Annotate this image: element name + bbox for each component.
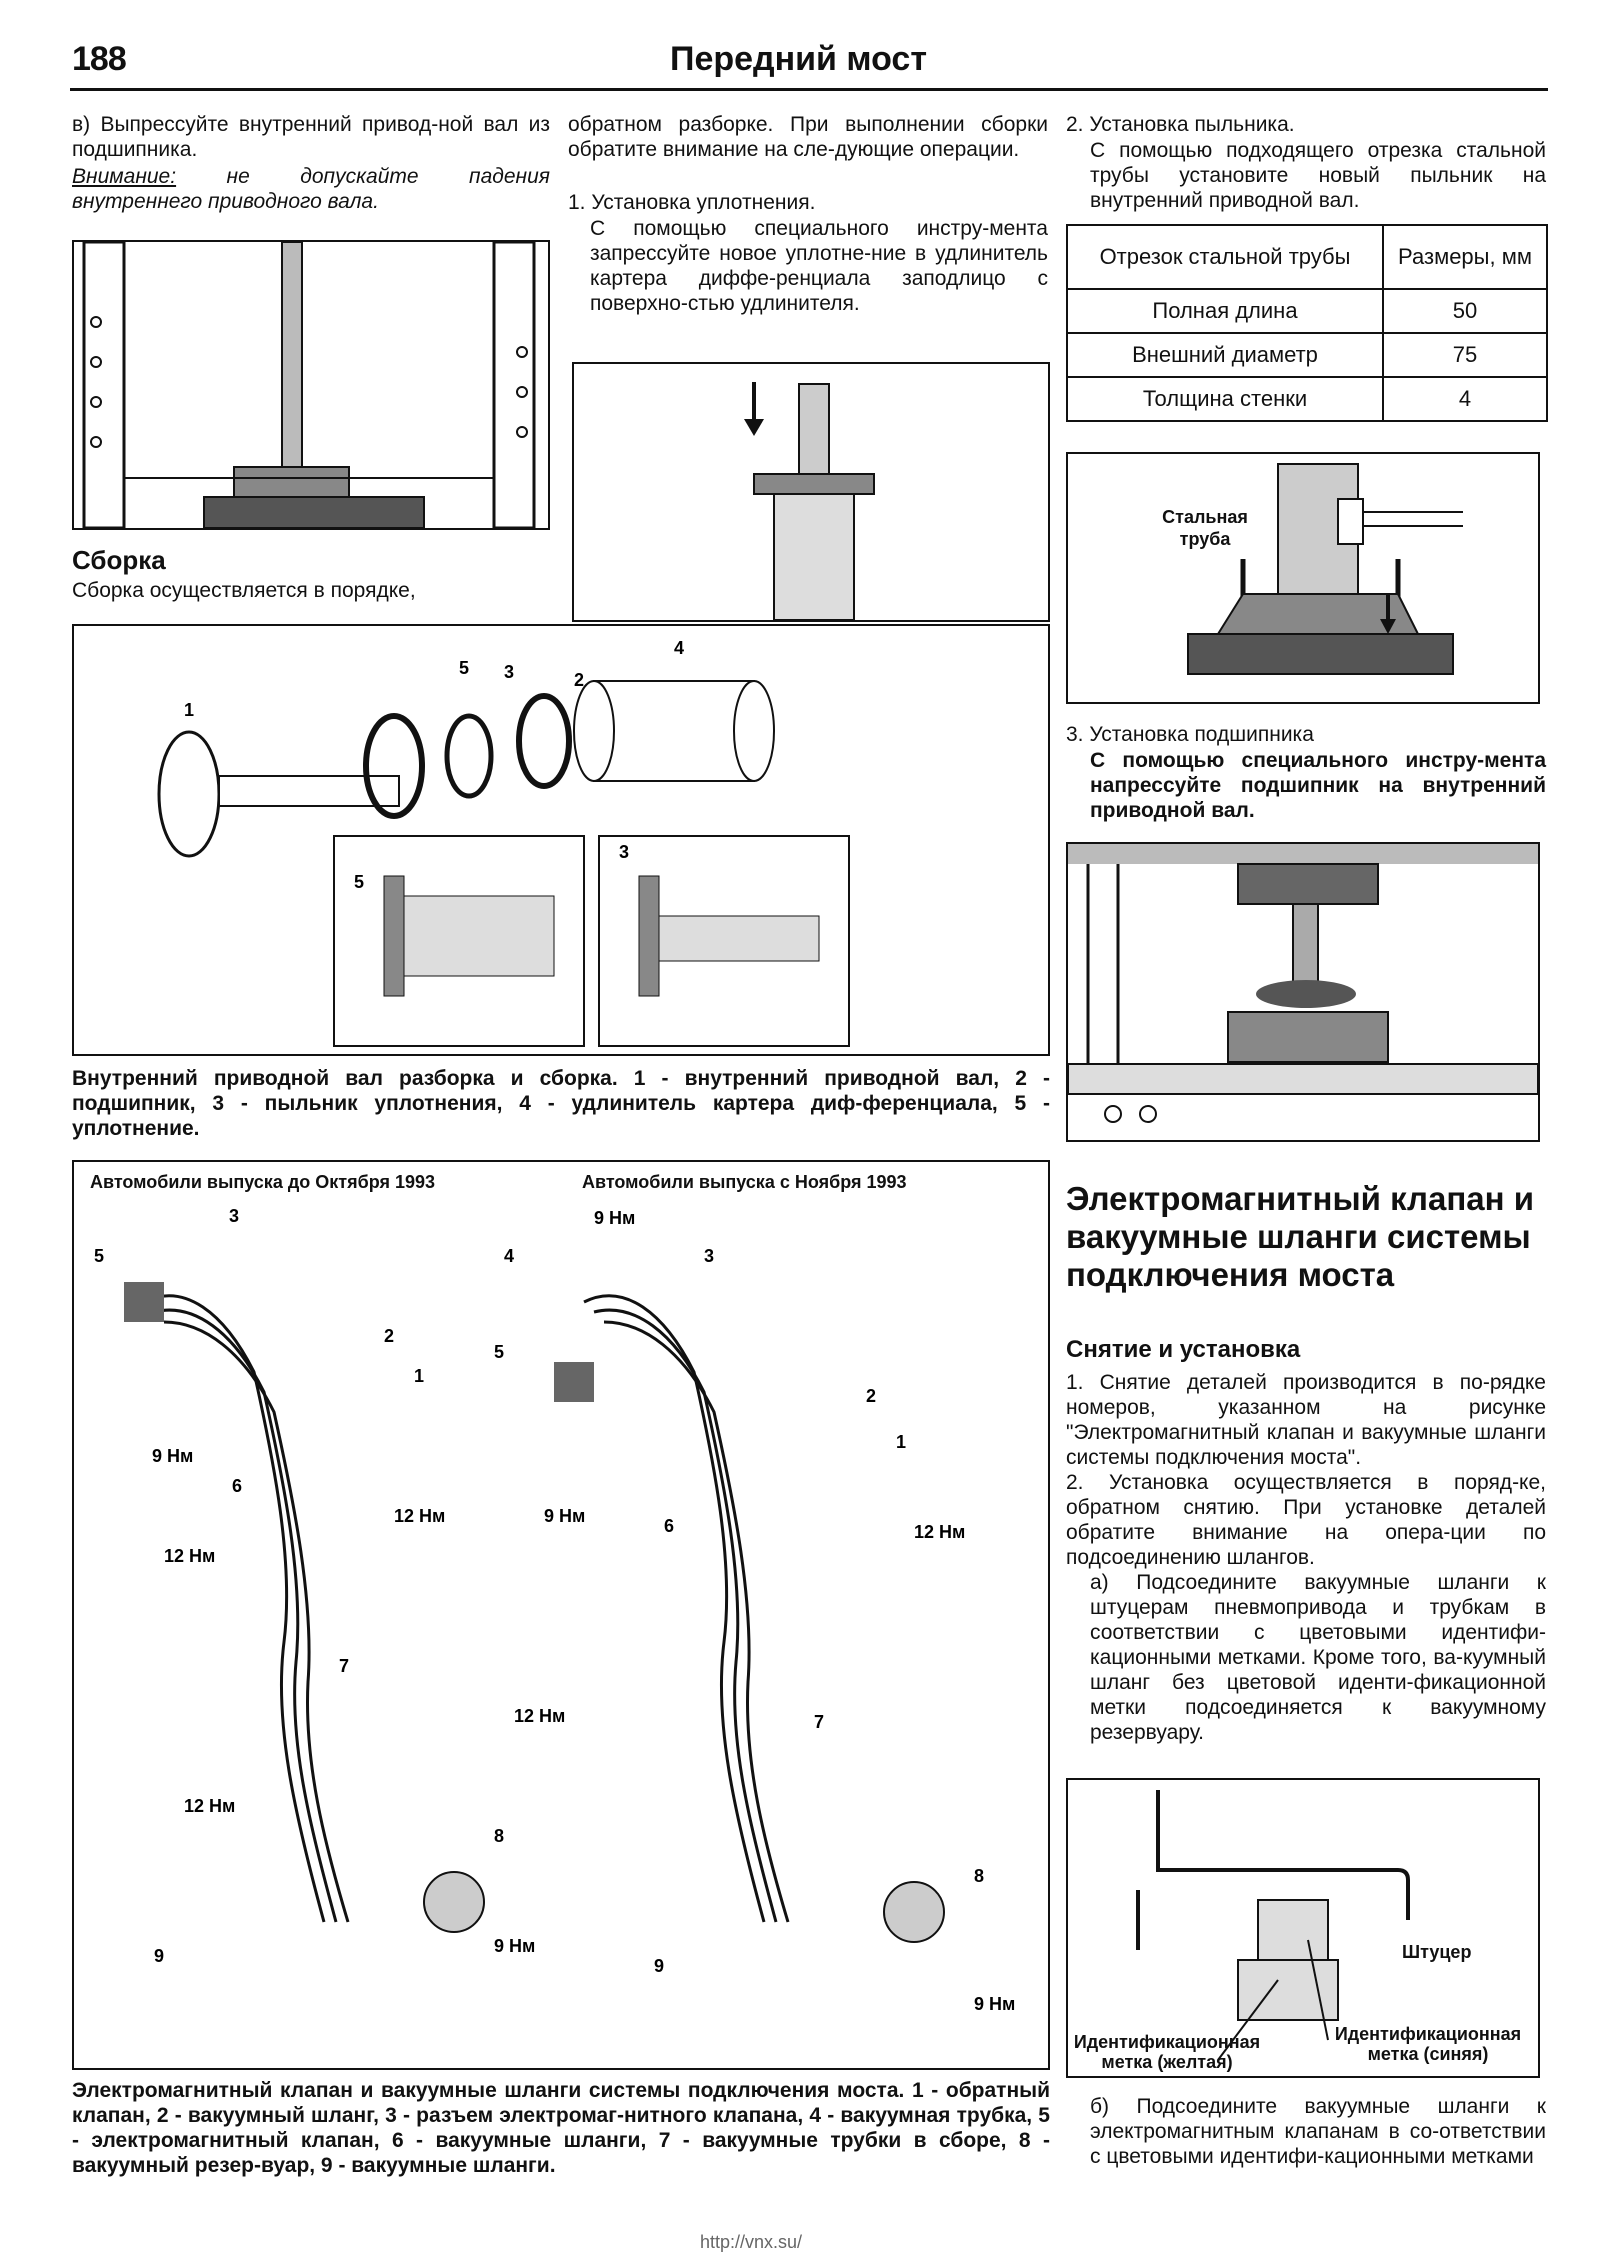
- table-cell: Полная длина: [1066, 288, 1384, 334]
- left-label-5: 5: [94, 1246, 104, 1266]
- shaft-label-3: 3: [504, 662, 514, 682]
- assembly-title: Сборка: [72, 545, 166, 575]
- steel-pipe-label: Стальная труба: [1162, 507, 1248, 549]
- boot-install-illustration: [1187, 463, 1463, 675]
- right-label-9nm: 9 Нм: [594, 1208, 635, 1228]
- figure-boot-install: [1066, 452, 1540, 704]
- paragraph-b: б) Подсоедините вакуумные шланги к элект…: [1090, 2095, 1546, 2168]
- paragraph-1: 1. Снятие деталей производится в по-рядк…: [1066, 1371, 1546, 1469]
- item3-title: 3. Установка подшипника: [1066, 723, 1314, 746]
- figure-seal-install: [572, 362, 1050, 622]
- fitting-label: Штуцер: [1402, 1942, 1472, 1962]
- item1-text: С помощью специального инстру-мента запр…: [590, 217, 1048, 315]
- header-rule: [70, 88, 1548, 91]
- vacuum-system-illustration: 3 5 2 1 9 Нм 6 12 Нм 12 Нм 7 12 Нм 8 9 9…: [94, 1206, 1015, 2014]
- figure-shaft-caption: Внутренний приводной вал разборка и сбор…: [72, 1067, 1050, 1140]
- table-cell: Внешний диаметр: [1066, 332, 1384, 378]
- shaft-label-5: 5: [459, 658, 469, 678]
- left-diagram-title: Автомобили выпуска до Октября 1993: [90, 1172, 435, 1192]
- left-label-12nm-a: 12 Нм: [394, 1506, 445, 1526]
- watermark: http://vnx.su/: [700, 2232, 803, 2252]
- figure-shaft-exploded: 1 2 3 4 5 3 5: [72, 624, 1050, 1056]
- item2-title: 2. Установка пыльника.: [1066, 113, 1295, 136]
- item1-title: 1. Установка уплотнения.: [568, 191, 816, 214]
- detail-label-3: 3: [619, 842, 629, 862]
- right-label-9nm-b: 9 Нм: [544, 1506, 585, 1526]
- figure-vacuum-system: Автомобили выпуска до Октября 1993 Автом…: [72, 1160, 1050, 2070]
- right-label-9: 9: [654, 1956, 664, 1976]
- seal-install-illustration: [744, 382, 875, 620]
- left-label-8: 8: [494, 1826, 504, 1846]
- shaft-label-2: 2: [574, 670, 584, 690]
- table-cell: 50: [1382, 288, 1548, 334]
- table-cell: 4: [1382, 376, 1548, 422]
- right-label-6: 6: [664, 1516, 674, 1536]
- right-label-12nm-b: 12 Нм: [514, 1706, 565, 1726]
- figure-press-removal: [72, 240, 550, 530]
- warning-note: Внимание: не допускайте падения внутренн…: [72, 164, 550, 214]
- right-diagram-title: Автомобили выпуска с Ноября 1993: [582, 1172, 907, 1192]
- right-label-7: 7: [814, 1712, 824, 1732]
- left-label-2: 2: [384, 1326, 394, 1346]
- item3-text: С помощью специального инстру-мента напр…: [1090, 749, 1546, 822]
- right-label-12nm-a: 12 Нм: [914, 1522, 965, 1542]
- right-label-4: 4: [504, 1246, 514, 1266]
- table-cell: Толщина стенки: [1066, 376, 1384, 422]
- yellow-mark-label: Идентификационная метка (желтая): [1073, 2032, 1261, 2072]
- detail-label-5: 5: [354, 872, 364, 892]
- table-header: Размеры, мм: [1382, 224, 1548, 290]
- press-removal-illustration: [82, 242, 536, 528]
- figure-vacuum-caption: Электромагнитный клапан и вакуумные шлан…: [72, 2079, 1050, 2177]
- left-label-12nm-c: 12 Нм: [184, 1796, 235, 1816]
- left-label-9: 9: [154, 1946, 164, 1966]
- page-number: 188: [72, 40, 127, 78]
- left-label-12nm-b: 12 Нм: [164, 1546, 215, 1566]
- shaft-label-4: 4: [674, 638, 684, 658]
- blue-mark-label: Идентификационная метка (синяя): [1334, 2024, 1522, 2064]
- right-label-3: 3: [704, 1246, 714, 1266]
- step-v-text: в) Выпрессуйте внутренний привод-ной вал…: [72, 113, 550, 161]
- right-label-1: 1: [896, 1432, 906, 1452]
- right-label-8: 8: [974, 1866, 984, 1886]
- left-label-9nm: 9 Нм: [152, 1446, 193, 1466]
- right-label-5: 5: [494, 1342, 504, 1362]
- left-label-9nm-b: 9 Нм: [494, 1936, 535, 1956]
- warning-text: не допускайте падения внутреннего привод…: [72, 165, 550, 213]
- left-label-7: 7: [339, 1656, 349, 1676]
- subsection-title: Снятие и установка: [1066, 1336, 1301, 1363]
- assembly-text: Сборка осуществляется в порядке,: [72, 579, 416, 602]
- shaft-exploded-illustration: 1 2 3 4 5 3 5: [157, 638, 850, 1047]
- left-label-1: 1: [414, 1366, 424, 1386]
- section-title: Электромагнитный клапан и вакуумные шлан…: [1066, 1180, 1535, 1293]
- item2-text: С помощью подходящего отрезка стальной т…: [1090, 139, 1546, 212]
- pipe-spec-table: Отрезок стальной трубы Размеры, мм Полна…: [1066, 224, 1548, 422]
- right-label-9nm-c: 9 Нм: [974, 1994, 1015, 2014]
- warning-label: Внимание:: [72, 165, 177, 188]
- figure-bearing-press: [1066, 842, 1540, 1142]
- right-label-2: 2: [866, 1386, 876, 1406]
- left-label-3: 3: [229, 1206, 239, 1226]
- solenoid-illustration: [1136, 1790, 1410, 2061]
- left-label-6: 6: [232, 1476, 242, 1496]
- paragraph-a: а) Подсоедините вакуумные шланги к штуце…: [1090, 1571, 1546, 1744]
- shaft-label-1: 1: [184, 700, 194, 720]
- table-header: Отрезок стальной трубы: [1066, 224, 1384, 290]
- bearing-press-illustration: [1068, 844, 1538, 1123]
- figure-solenoid-marks: Штуцер Идентификационная метка (желтая) …: [1066, 1778, 1540, 2078]
- paragraph-2: 2. Установка осуществляется в поряд-ке, …: [1066, 1471, 1546, 1569]
- running-header: Передний мост: [670, 40, 927, 78]
- table-cell: 75: [1382, 332, 1548, 378]
- col2-intro: обратном разборке. При выполнении сборки…: [568, 113, 1048, 161]
